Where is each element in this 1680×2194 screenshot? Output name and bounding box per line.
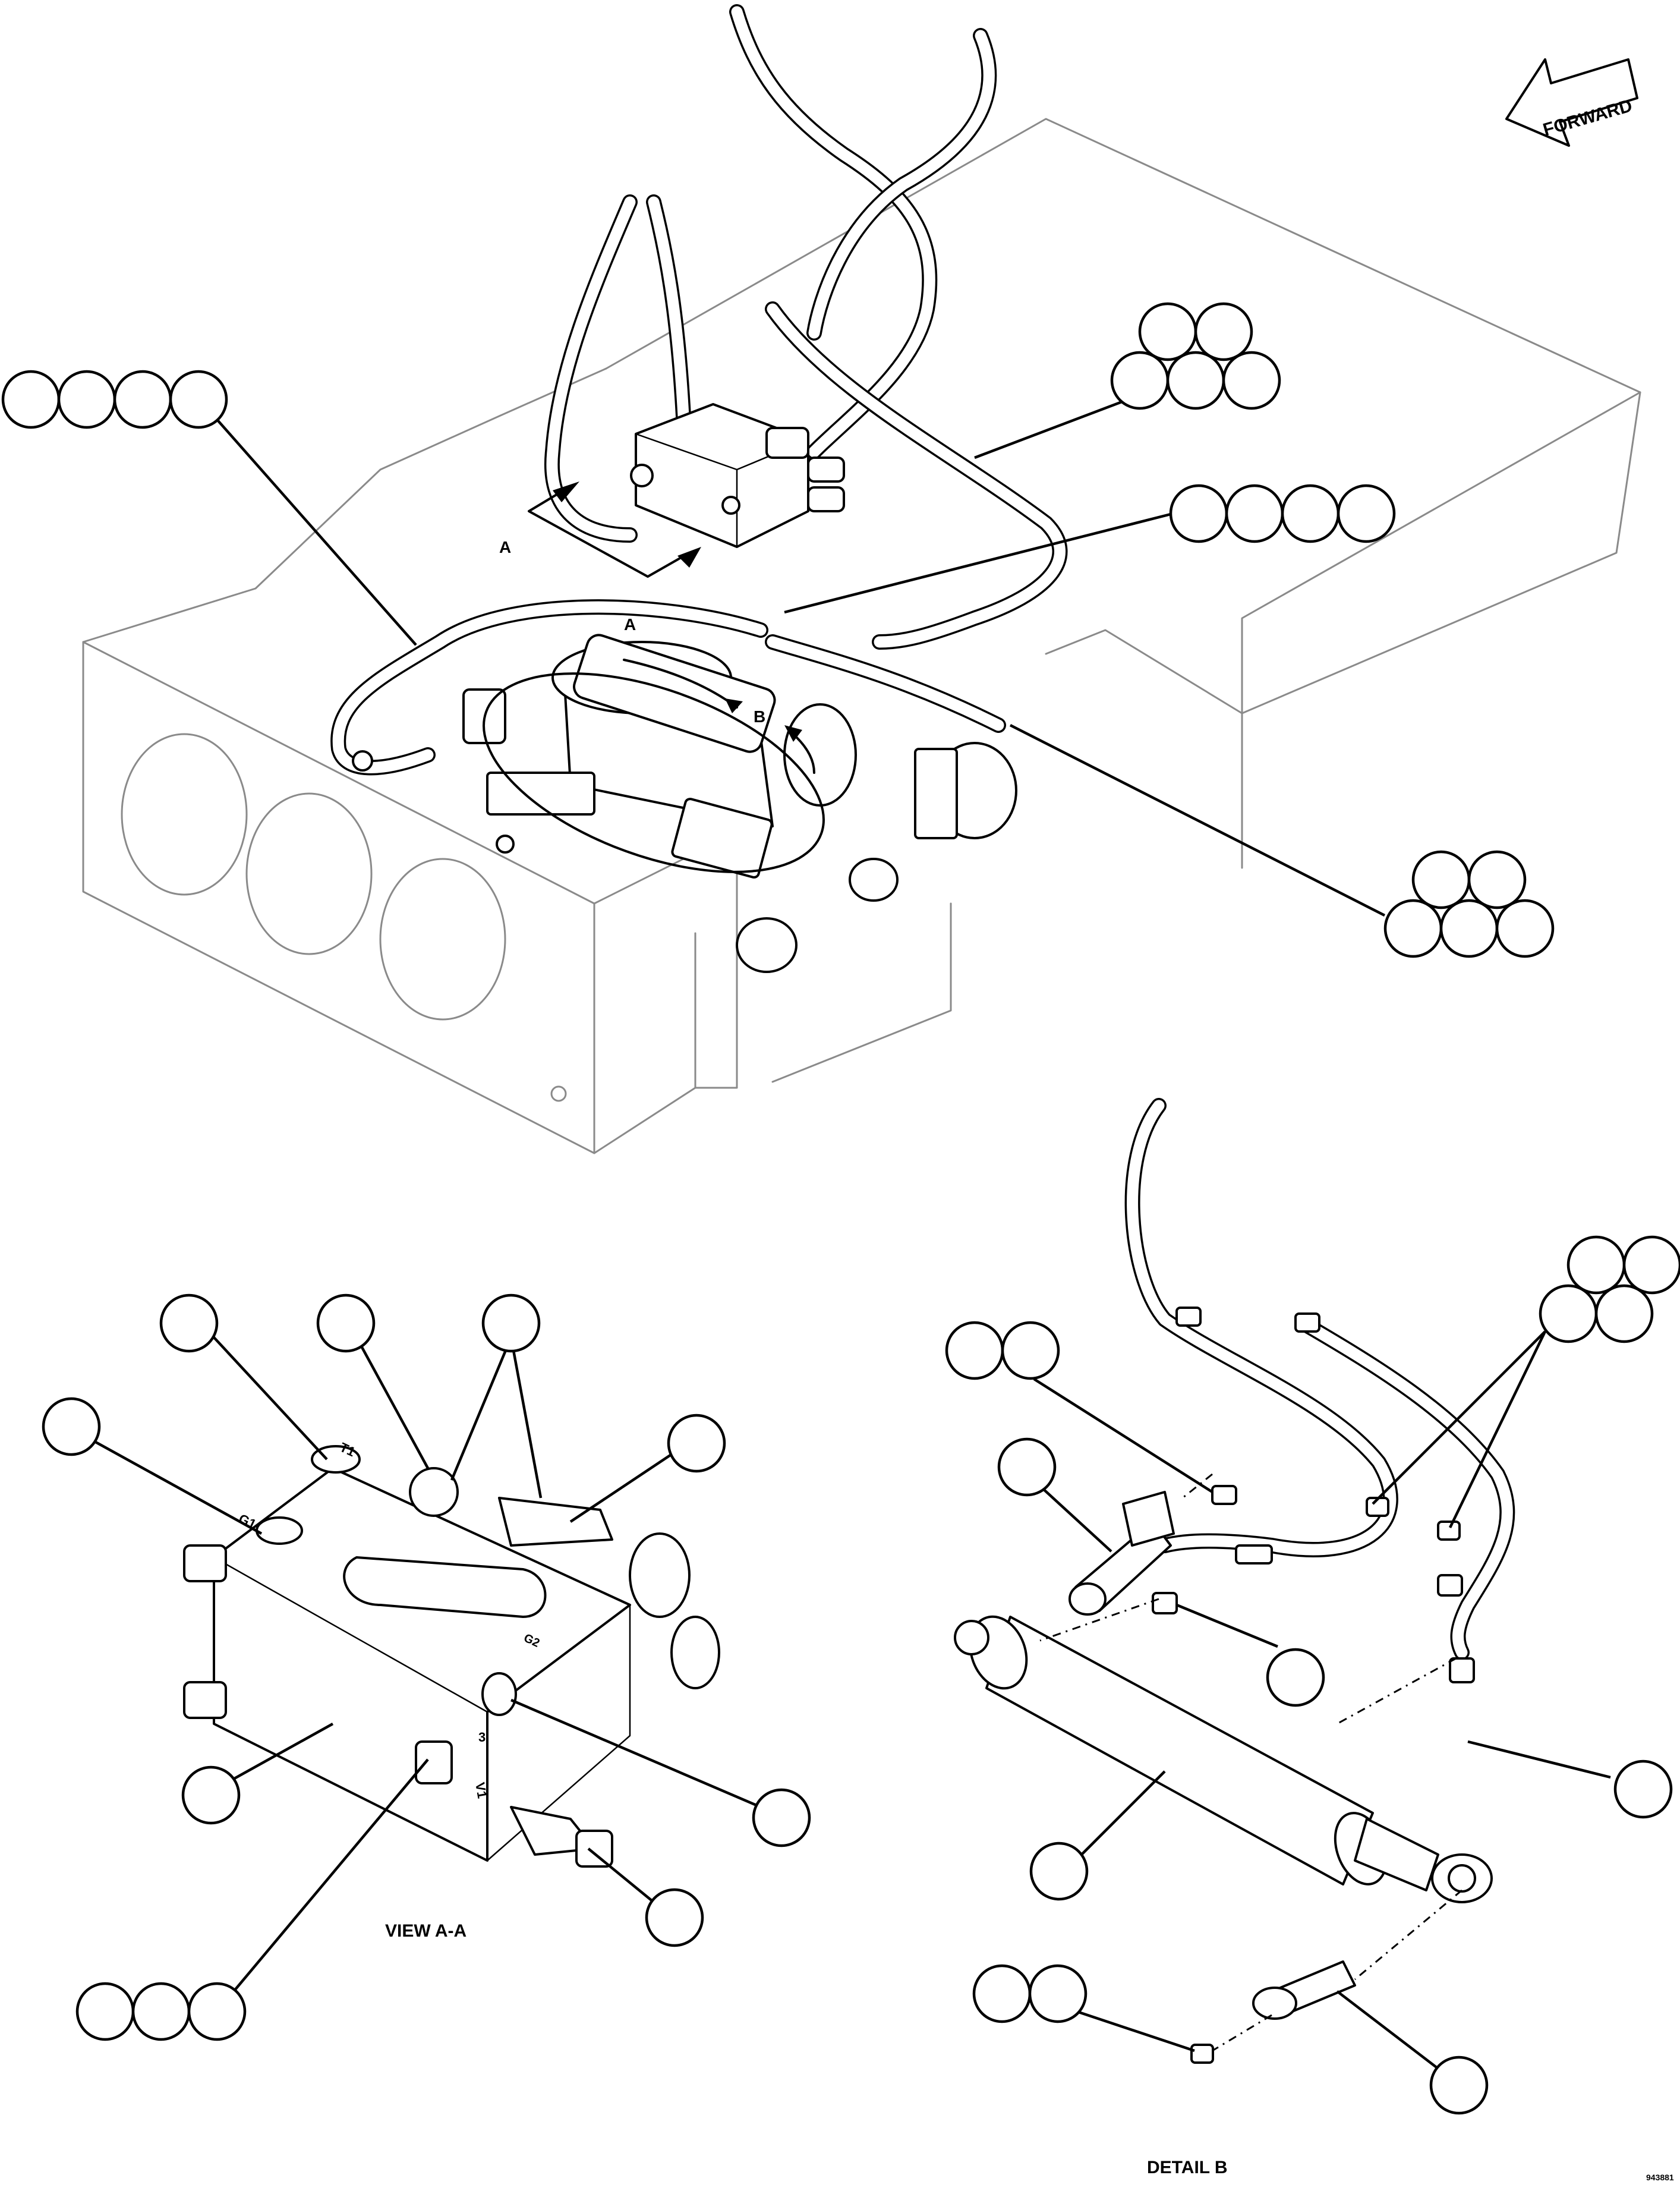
detail-b-hoses	[1124, 1098, 1515, 1683]
detail-b-indicator: B	[483, 659, 825, 873]
pins-and-bolts	[1068, 1485, 1463, 2064]
detail-b: DETAIL B	[945, 1098, 1680, 2177]
chassis-frame	[82, 118, 1641, 1154]
callout-group-mid-right	[784, 484, 1396, 614]
callout-group-upper-right	[974, 302, 1281, 459]
detail-b-centerlines	[1039, 1473, 1462, 2052]
drawing-number: 943881	[1646, 2173, 1674, 2182]
view-a-indicator: A A	[499, 481, 701, 634]
motor-and-valve-cluster	[352, 634, 1017, 973]
hydraulic-cylinder	[954, 1615, 1493, 1903]
detail-letter: B	[754, 707, 765, 726]
view-letter-upper: A	[499, 538, 511, 556]
view-a-a: T1 G1 G2 3 V1	[42, 1293, 811, 2041]
main-assembly-view: A A B FORWARD	[1, 4, 1641, 1154]
view-a-a-caption: VIEW A-A	[385, 1921, 467, 1941]
detail-b-callouts	[945, 1235, 1680, 2115]
manifold-block: T1 G1 G2 3 V1	[183, 1440, 720, 1868]
port-label-v1: V1	[472, 1781, 490, 1800]
view-letter-lower: A	[624, 615, 636, 634]
forward-arrow: FORWARD	[1505, 58, 1638, 147]
upper-valve-block	[630, 403, 845, 548]
hose-bundle	[330, 4, 1068, 776]
view-a-callouts	[42, 1293, 811, 2041]
callout-group-lower-right	[1009, 723, 1555, 958]
callout-group-left	[1, 370, 417, 646]
detail-b-caption: DETAIL B	[1147, 2158, 1228, 2177]
port-label-3: 3	[478, 1730, 486, 1745]
